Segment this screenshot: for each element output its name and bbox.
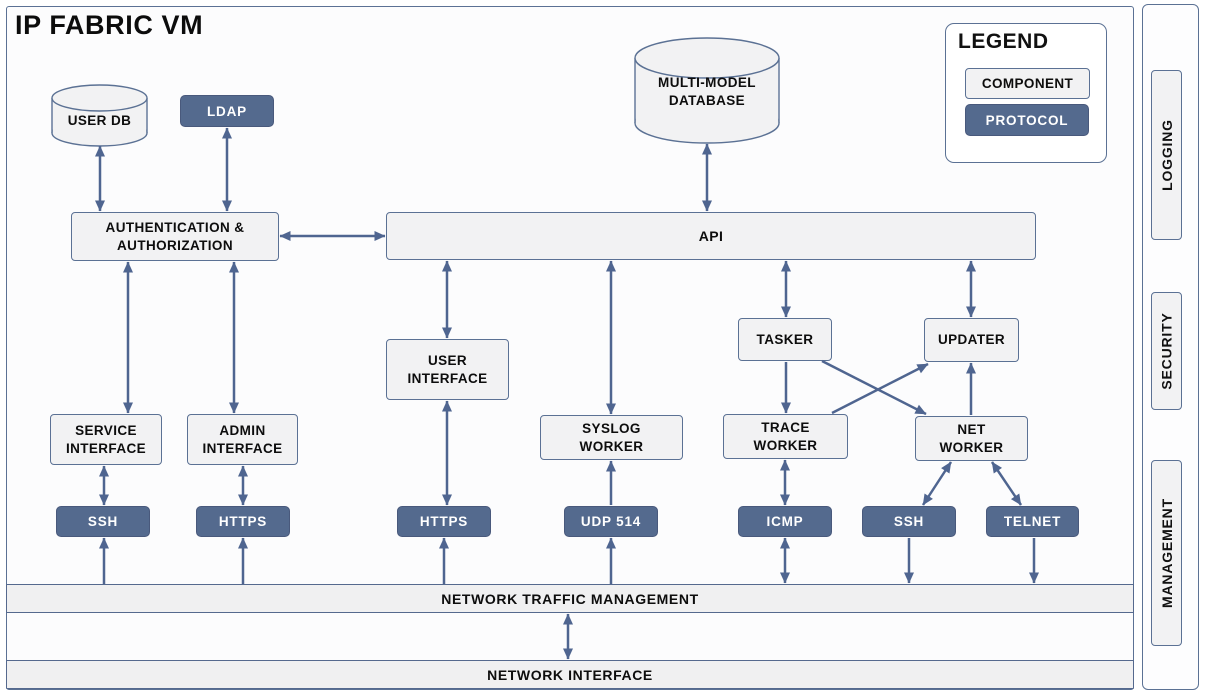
- legend-title: LEGEND: [958, 30, 1049, 53]
- node-network-traffic-management: NETWORK TRAFFIC MANAGEMENT: [6, 584, 1134, 613]
- node-network-interface: NETWORK INTERFACE: [6, 660, 1134, 689]
- protocol-https-user: HTTPS: [397, 506, 491, 537]
- multi-model-database-label: MULTI-MODEL DATABASE: [658, 75, 756, 108]
- user-db-label: USER DB: [67, 113, 132, 128]
- node-updater: UPDATER: [924, 318, 1019, 362]
- node-user-db: USER DB: [51, 84, 148, 147]
- protocol-https-admin: HTTPS: [196, 506, 290, 537]
- sidebar-item-logging: LOGGING: [1151, 70, 1182, 240]
- node-user-interface: USER INTERFACE: [386, 339, 509, 400]
- node-syslog-worker: SYSLOG WORKER: [540, 415, 683, 460]
- node-api: API: [386, 212, 1036, 260]
- database-cylinder-icon: [51, 84, 148, 147]
- node-net-worker: NET WORKER: [915, 416, 1028, 461]
- sidebar-item-security: SECURITY: [1151, 292, 1182, 410]
- node-trace-worker: TRACE WORKER: [723, 414, 848, 459]
- legend-component-sample: COMPONENT: [965, 68, 1090, 99]
- node-admin-interface: ADMIN INTERFACE: [187, 414, 298, 465]
- page-title: IP FABRIC VM: [15, 10, 204, 40]
- protocol-telnet: TELNET: [986, 506, 1079, 537]
- sidebar-item-management: MANAGEMENT: [1151, 460, 1182, 646]
- node-multi-model-database: MULTI-MODEL DATABASE: [634, 37, 780, 144]
- protocol-ldap: LDAP: [180, 95, 274, 127]
- protocol-udp-514: UDP 514: [564, 506, 658, 537]
- protocol-ssh-net: SSH: [862, 506, 956, 537]
- protocol-icmp: ICMP: [738, 506, 832, 537]
- node-tasker: TASKER: [738, 318, 832, 361]
- database-cylinder-icon: [634, 37, 780, 144]
- legend-protocol-sample: PROTOCOL: [965, 104, 1089, 136]
- node-authentication-authorization: AUTHENTICATION & AUTHORIZATION: [71, 212, 279, 261]
- protocol-ssh-service: SSH: [56, 506, 150, 537]
- node-service-interface: SERVICE INTERFACE: [50, 414, 162, 465]
